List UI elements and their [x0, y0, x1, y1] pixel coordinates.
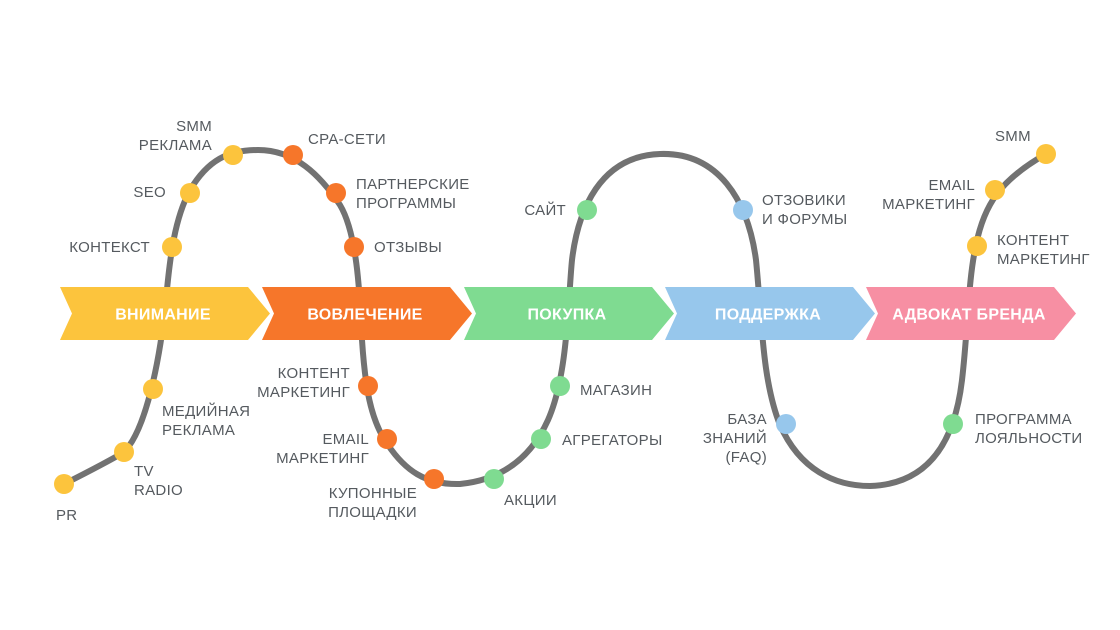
touchpoint-label: SMM: [995, 128, 1031, 145]
touchpoint-label: EMAIL МАРКЕТИНГ: [882, 177, 975, 213]
touchpoint-label: САЙТ: [524, 202, 566, 219]
stage-label-advocate: АДВОКАТ БРЕНДА: [892, 307, 1046, 324]
touchpoint-label: ОТЗОВИКИ И ФОРУМЫ: [762, 192, 848, 228]
touchpoint-label: SMM РЕКЛАМА: [138, 118, 212, 154]
touchpoint-label: ОТЗЫВЫ: [374, 239, 443, 256]
touchpoint-dot: [531, 429, 551, 449]
touchpoint-label: CPA-СЕТИ: [308, 131, 386, 148]
touchpoint-label: PR: [56, 507, 78, 524]
touchpoint-label: TV RADIO: [134, 463, 184, 499]
touchpoint-dot: [985, 180, 1005, 200]
touchpoint-label: МАГАЗИН: [580, 382, 653, 399]
stage-arrow-support: [665, 287, 875, 340]
touchpoint-dot: [424, 469, 444, 489]
touchpoint-label: SEO: [133, 184, 166, 201]
touchpoint-dot: [283, 145, 303, 165]
touchpoint-label: МЕДИЙНАЯ РЕКЛАМА: [162, 403, 251, 439]
touchpoint-label: КОНТЕНТ МАРКЕТИНГ: [257, 365, 350, 401]
touchpoint-dots: [54, 144, 1056, 494]
touchpoint-dot: [326, 183, 346, 203]
stage-arrow-advocate: [866, 287, 1076, 340]
stage-label-attention: ВНИМАНИЕ: [115, 307, 211, 324]
touchpoint-dot: [943, 414, 963, 434]
stage-arrow-attention: [60, 287, 270, 340]
touchpoint-dot: [733, 200, 753, 220]
touchpoint-dot: [162, 237, 182, 257]
stage-label-purchase: ПОКУПКА: [528, 307, 607, 324]
touchpoint-dot: [54, 474, 74, 494]
touchpoint-dot: [967, 236, 987, 256]
touchpoint-label: КОНТЕКСТ: [69, 239, 150, 256]
stage-label-engagement: ВОВЛЕЧЕНИЕ: [307, 307, 422, 324]
touchpoint-label: АКЦИИ: [504, 492, 557, 509]
touchpoint-dot: [143, 379, 163, 399]
stage-arrow-purchase: [464, 287, 674, 340]
touchpoint-dot: [776, 414, 796, 434]
touchpoint-dot: [344, 237, 364, 257]
touchpoint-label: ПАРТНЕРСКИЕ ПРОГРАММЫ: [356, 176, 470, 212]
touchpoint-dot: [114, 442, 134, 462]
stage-label-support: ПОДДЕРЖКА: [715, 307, 821, 324]
touchpoint-dot: [223, 145, 243, 165]
stage-arrow-engagement: [262, 287, 472, 340]
touchpoint-label: КОНТЕНТ МАРКЕТИНГ: [997, 232, 1090, 268]
touchpoint-dot: [358, 376, 378, 396]
touchpoint-dot: [377, 429, 397, 449]
touchpoint-label: КУПОННЫЕ ПЛОЩАДКИ: [328, 485, 417, 521]
touchpoint-dot: [180, 183, 200, 203]
stage-banner: ВНИМАНИЕ ВОВЛЕЧЕНИЕ ПОКУПКА ПОДДЕРЖКА АДВОКА…: [60, 287, 1076, 340]
touchpoint-label: БАЗА ЗНАНИЙ (FAQ): [702, 411, 767, 466]
touchpoint-label: ПРОГРАММА ЛОЯЛЬНОСТИ: [975, 411, 1083, 447]
touchpoint-label: АГРЕГАТОРЫ: [562, 432, 663, 449]
touchpoint-dot: [550, 376, 570, 396]
touchpoint-dot: [1036, 144, 1056, 164]
touchpoint-dot: [484, 469, 504, 489]
touchpoint-dot: [577, 200, 597, 220]
touchpoint-label: EMAIL МАРКЕТИНГ: [276, 431, 369, 467]
